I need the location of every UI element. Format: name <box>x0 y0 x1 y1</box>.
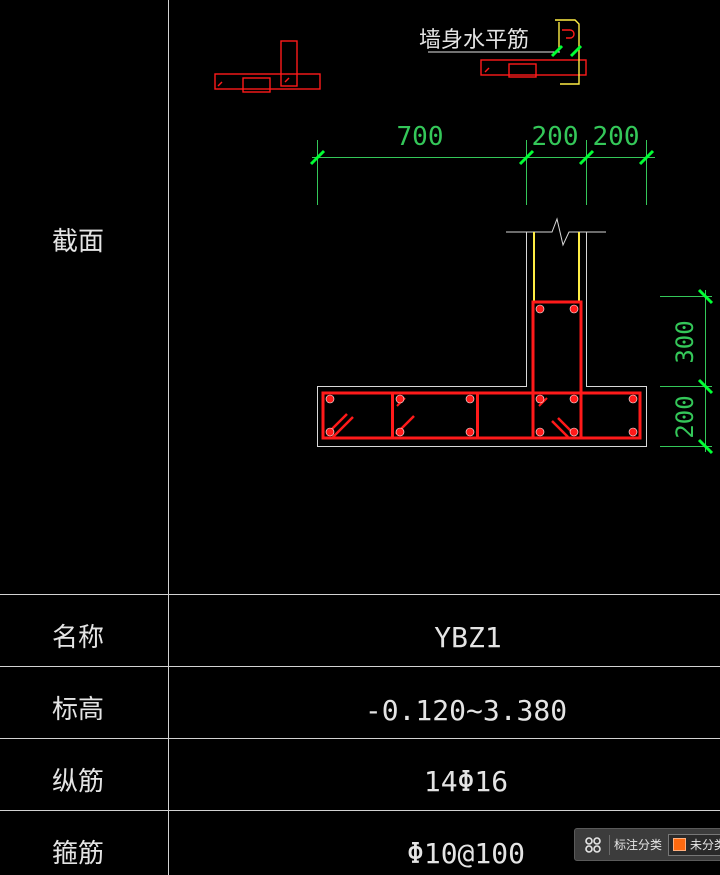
flange-outline <box>214 73 321 90</box>
wall-vertical-bars <box>533 232 580 302</box>
tick <box>518 149 535 166</box>
stirrups <box>321 300 642 440</box>
toolbar-label: 标注分类 <box>613 838 662 852</box>
row-label-name: 名称 <box>52 623 104 653</box>
hook <box>217 81 223 87</box>
tick <box>309 149 326 166</box>
tick <box>578 149 595 166</box>
stirrup-hook <box>332 416 354 438</box>
rebar-dot <box>465 427 475 437</box>
rebar-dot <box>569 304 579 314</box>
section-outline <box>317 217 647 447</box>
dim-text: 200 <box>593 122 640 152</box>
bar-detail <box>508 63 537 78</box>
annotation-toolbar[interactable]: 标注分类 未分类 <box>574 828 720 861</box>
row-label-section: 截面 <box>52 227 104 257</box>
dim-text: 700 <box>397 122 444 152</box>
toolbar-separator <box>608 834 610 855</box>
hook <box>284 77 290 83</box>
value-stirrup: Φ10@100 <box>407 837 525 870</box>
tick <box>550 44 564 58</box>
tick <box>638 149 655 166</box>
rebar-dot <box>535 394 545 404</box>
value-name: YBZ1 <box>434 621 501 654</box>
tick <box>697 288 714 305</box>
category-color-swatch <box>672 838 686 851</box>
dim-text: 200 <box>532 122 579 152</box>
rebar-dot <box>569 394 579 404</box>
wall-bar-detail: 墙身水平筋 <box>419 19 587 85</box>
tick <box>697 378 714 395</box>
web-outline <box>280 40 298 87</box>
row-label-stirrup: 箍筋 <box>52 839 104 869</box>
concrete-outline <box>317 232 647 447</box>
row-label-elevation: 标高 <box>52 695 104 725</box>
value-longitudinal: 14Φ16 <box>424 765 508 798</box>
tick <box>697 438 714 455</box>
wall-bar-outline <box>480 59 587 76</box>
hook <box>484 67 490 73</box>
dimension-right: 300 200 <box>660 288 714 455</box>
joint-detail-left <box>214 40 321 93</box>
bar-detail <box>242 77 271 93</box>
category-dropdown-button[interactable]: 未分类 <box>667 833 720 856</box>
dim-text: 200 <box>671 395 699 438</box>
rebar-dot <box>325 427 335 437</box>
dim-text: 300 <box>671 320 699 363</box>
hook <box>562 29 575 39</box>
detail-label: 墙身水平筋 <box>419 28 529 53</box>
rebar-dot <box>395 427 405 437</box>
rebar-dot <box>628 394 638 404</box>
category-label: 未分类 <box>689 838 720 852</box>
wall-bar-yellow <box>555 19 580 85</box>
stirrup-hook <box>551 420 569 438</box>
annotation-grid-icon[interactable] <box>581 833 605 857</box>
rebar-dot <box>465 394 475 404</box>
web-stirrup <box>531 300 583 440</box>
break-line <box>506 217 606 247</box>
row-label-longitudinal: 纵筋 <box>52 767 104 797</box>
flange-stirrup <box>321 391 642 440</box>
dimension-top: 700 200 200 <box>309 122 655 205</box>
rebar-dot <box>628 427 638 437</box>
rebar-dot <box>569 427 579 437</box>
longitudinal-bars <box>325 304 638 437</box>
value-elevation: -0.120~3.380 <box>365 694 567 727</box>
tick <box>569 44 583 58</box>
rebar-dot <box>535 427 545 437</box>
rebar-dot <box>535 304 545 314</box>
rebar-dot <box>325 394 335 404</box>
rebar-dot <box>395 394 405 404</box>
